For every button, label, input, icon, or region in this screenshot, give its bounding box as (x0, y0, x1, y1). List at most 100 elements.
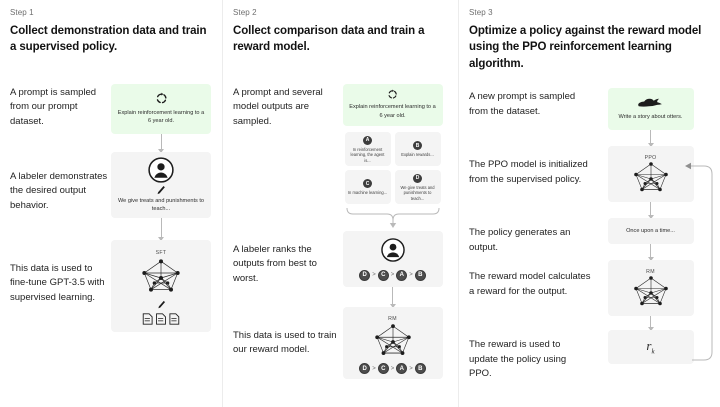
output-caption: Explain rewards... (401, 152, 434, 158)
prompt-caption: Write a story about otters. (618, 113, 683, 120)
step-1-row-1-description: A prompt is sampled from our prompt data… (10, 86, 97, 128)
step-2-column: Step 2 Collect comparison data and train… (222, 0, 458, 407)
step-1-row-2-description: A labeler demonstrates the desired outpu… (10, 170, 108, 212)
reward-card: rk (607, 329, 694, 364)
policy-output-caption: Once upon a time... (626, 227, 675, 234)
sft-label: SFT (155, 250, 167, 257)
pencil-icon (156, 185, 166, 196)
refresh-circle-icon (155, 92, 168, 105)
rank-separator: > (390, 365, 395, 372)
step-3-row-1: A new prompt is sampled from the dataset… (469, 87, 710, 147)
step-3-row-5: The reward is used to update the policy … (469, 329, 710, 382)
rank-badge: C (377, 269, 389, 281)
policy-output-card: Once upon a time... (607, 217, 694, 244)
step-1-kicker: Step 1 (10, 8, 34, 17)
output-badge: C (363, 179, 372, 189)
step-2-row-1-description: A prompt and several model outputs are s… (233, 86, 323, 128)
output-caption: In machine learning... (347, 190, 388, 196)
rank-badge: A (396, 269, 408, 281)
pencil-icon (157, 300, 166, 310)
step-1-title: Collect demonstration data and train a s… (10, 25, 207, 54)
refresh-circle-icon (387, 89, 398, 100)
documents-icon (141, 312, 181, 326)
rm-model-card: RM (607, 259, 694, 316)
step-1-row-2: A labeler demonstrates the desired outpu… (10, 151, 212, 241)
step-3-row-4-description: The reward model calculates a reward for… (469, 270, 591, 297)
prompt-card: Write a story about otters. (607, 87, 694, 130)
step-3-title: Optimize a policy against the reward mod… (469, 25, 702, 70)
step-3-row-2: The PPO model is initialized from the su… (469, 145, 710, 219)
step-3-row-4: The reward model calculates a reward for… (469, 259, 710, 331)
arrow-down (647, 243, 654, 261)
ppo-model-card: PPO (607, 145, 694, 202)
step-2-row-3-description: This data is used to train our reward mo… (233, 329, 337, 356)
arrow-down (647, 315, 654, 331)
step-3-kicker: Step 3 (469, 8, 493, 17)
step-3-row-1-description: A new prompt is sampled from the dataset… (469, 90, 576, 117)
step-3-row-3-description: The policy generates an output. (469, 226, 571, 253)
neural-network-icon (628, 161, 674, 197)
output-caption: In reinforcement learning, the agent is.… (350, 146, 385, 163)
step-2-row-2: A labeler ranks the outputs from best to… (233, 230, 448, 308)
arrow-down (389, 286, 396, 308)
reward-symbol-base: r (646, 338, 652, 354)
step-1-row-3-description: This data is used to fine-tune GPT-3.5 w… (10, 262, 105, 304)
output-badge: B (413, 141, 422, 151)
step-1-row-1: A prompt is sampled from our prompt data… (10, 83, 212, 153)
step-3-row-5-description: The reward is used to update the policy … (469, 338, 567, 380)
output-badge: A (363, 135, 372, 145)
output-card: B Explain rewards... (394, 131, 441, 166)
step-3-column: Step 3 Optimize a policy against the rew… (458, 0, 720, 407)
output-caption: We give treats and punishments to teach.… (400, 184, 435, 201)
step-1-row-3: This data is used to fine-tune GPT-3.5 w… (10, 239, 212, 332)
neural-network-icon (136, 258, 186, 298)
rank-badge: B (414, 363, 426, 375)
prompt-caption: Explain reinforcement learning to a 6 ye… (117, 109, 205, 125)
rank-separator: > (372, 365, 376, 372)
step-3-row-2-description: The PPO model is initialized from the su… (469, 158, 588, 185)
ppo-label: PPO (644, 154, 657, 161)
rank-separator: > (409, 365, 413, 372)
step-2-row-3: This data is used to train our reward mo… (233, 306, 448, 379)
rm-label: RM (388, 316, 397, 323)
step-2-row-1: A prompt and several model outputs are s… (233, 83, 448, 229)
output-card: C In machine learning... (344, 169, 391, 204)
arrow-down (647, 201, 654, 219)
rank-badge: D (359, 269, 371, 281)
rank-separator: > (390, 272, 395, 279)
labeler-card: We give treats and punishments to teach.… (111, 151, 211, 218)
reward-symbol-subscript: k (651, 347, 655, 356)
rank-badge: D (359, 363, 371, 375)
person-circle-icon (380, 237, 406, 263)
rank-separator: > (409, 272, 413, 279)
output-card: D We give treats and punishments to teac… (394, 169, 441, 204)
arrow-down (158, 133, 164, 153)
merge-brace-icon (343, 205, 443, 229)
step-2-row-2-description: A labeler ranks the outputs from best to… (233, 243, 317, 285)
reward-symbol: rk (646, 338, 654, 356)
step-2-kicker: Step 2 (233, 8, 257, 17)
output-card: A In reinforcement learning, the agent i… (344, 131, 391, 166)
rank-badge: A (396, 363, 408, 375)
neural-network-icon (628, 275, 674, 311)
step-3-row-3: The policy generates an output. Once upo… (469, 217, 710, 261)
labeler-ranking-card: D > C > A > B (342, 230, 443, 287)
otter-icon (636, 97, 666, 110)
ranking-row: D > C > A > B (359, 269, 426, 281)
step-2-title: Collect comparison data and train a rewa… (233, 25, 425, 54)
labeler-caption: We give treats and punishments to teach.… (117, 197, 205, 213)
arrow-down (647, 129, 654, 147)
rank-separator: > (372, 272, 376, 279)
rm-model-card: RM (342, 306, 443, 379)
prompt-caption: Explain reinforcement learning to a 6 ye… (349, 104, 436, 119)
prompt-card: Explain reinforcement learning to a 6 ye… (342, 83, 443, 126)
rank-badge: C (377, 363, 389, 375)
person-circle-icon (147, 156, 175, 184)
arrow-down (158, 217, 164, 241)
model-outputs-grid: A In reinforcement learning, the agent i… (344, 131, 441, 204)
prompt-card: Explain reinforcement learning to a 6 ye… (111, 83, 211, 134)
neural-network-icon (369, 323, 417, 361)
output-badge: D (413, 173, 422, 183)
step-1-column: Step 1 Collect demonstration data and tr… (0, 0, 222, 407)
